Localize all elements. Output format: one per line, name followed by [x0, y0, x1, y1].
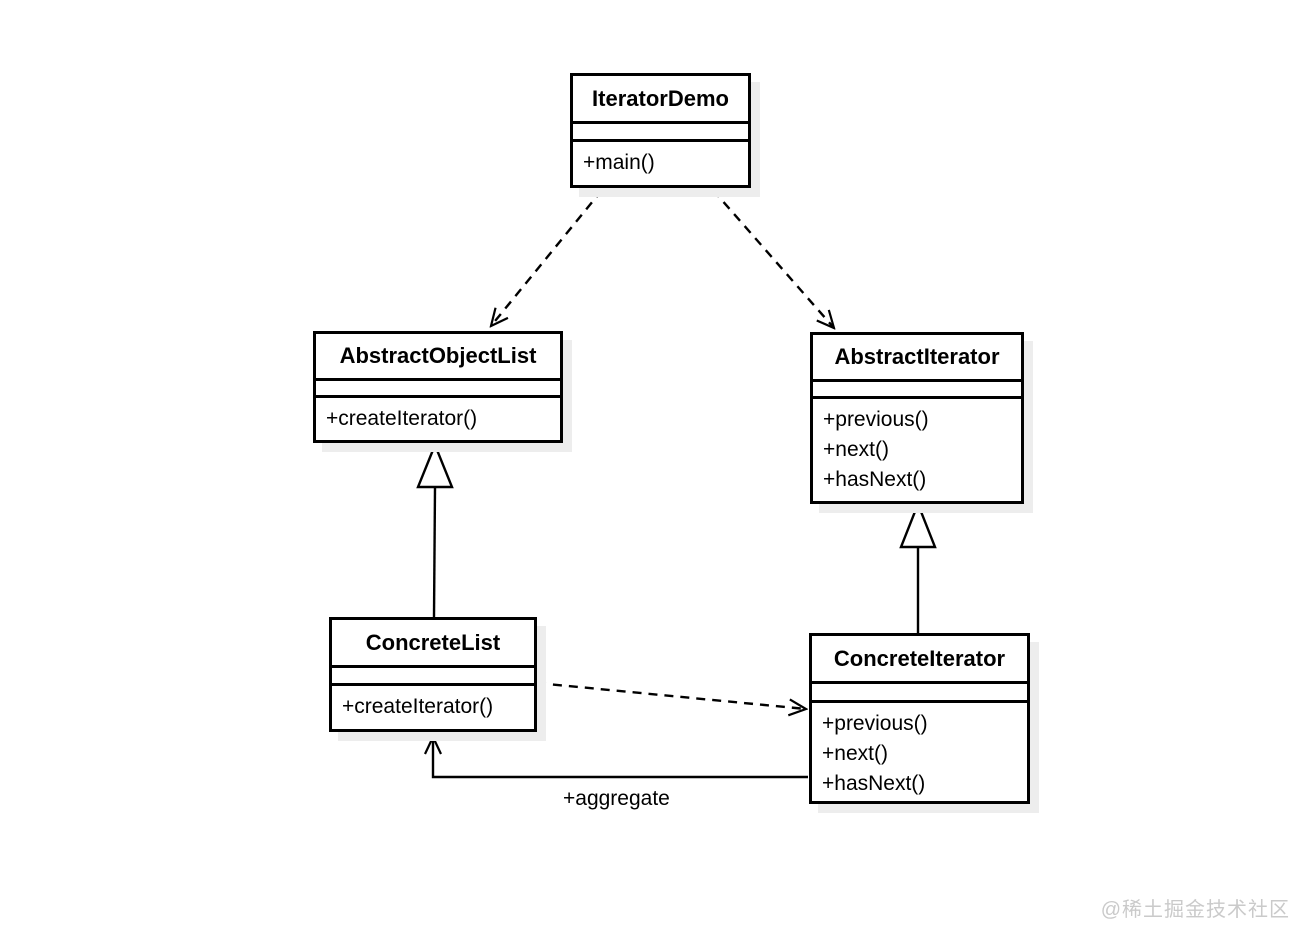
method-entry: +hasNext() — [822, 772, 926, 795]
method-entry: +hasNext() — [823, 468, 927, 491]
class-name: ConcreteIterator — [812, 636, 1027, 684]
method-entry: +main() — [583, 151, 655, 174]
hollow-triangle-icon — [899, 500, 937, 549]
dependency-edge-concretelist-to-concreteiterator — [536, 681, 806, 709]
methods-compartment: +previous() +next() +hasNext() — [812, 703, 1027, 801]
method-entry: +previous() — [823, 408, 929, 431]
method-entry: +createIterator() — [342, 695, 494, 718]
class-box-iteratordemo: IteratorDemo +main() — [570, 73, 751, 188]
method-entry: +createIterator() — [326, 407, 478, 430]
class-name: ConcreteList — [332, 620, 534, 668]
attributes-compartment — [573, 124, 748, 142]
method-entry: +previous() — [822, 712, 928, 735]
generalization-edge-concretelist-to-abstractobjectlist — [432, 486, 437, 618]
method-entry: +next() — [823, 438, 889, 461]
class-name: AbstractObjectList — [316, 334, 560, 381]
class-name: IteratorDemo — [573, 76, 748, 124]
watermark-text: @稀土掘金技术社区 — [1100, 899, 1290, 921]
dependency-edge-iteratordemo-to-abstractobjectlist — [491, 189, 603, 326]
methods-compartment: +createIterator() — [316, 398, 560, 440]
dependency-edge-iteratordemo-to-abstractiterator — [712, 189, 834, 328]
association-label-aggregate: +aggregate — [563, 787, 670, 810]
attributes-compartment — [332, 668, 534, 686]
methods-compartment: +previous() +next() +hasNext() — [813, 399, 1021, 501]
attributes-compartment — [813, 382, 1021, 399]
attributes-compartment — [316, 381, 560, 398]
class-box-concreteiterator: ConcreteIterator +previous() +next() +ha… — [809, 633, 1030, 804]
hollow-triangle-icon — [416, 441, 454, 489]
association-edge-concreteiterator-to-concretelist — [433, 737, 808, 779]
class-box-abstractobjectlist: AbstractObjectList +createIterator() — [313, 331, 563, 443]
class-box-abstractiterator: AbstractIterator +previous() +next() +ha… — [810, 332, 1024, 504]
methods-compartment: +main() — [573, 142, 748, 185]
class-box-concretelist: ConcreteList +createIterator() — [329, 617, 537, 732]
class-name: AbstractIterator — [813, 335, 1021, 382]
methods-compartment: +createIterator() — [332, 686, 534, 729]
attributes-compartment — [812, 684, 1027, 703]
method-entry: +next() — [822, 742, 888, 765]
